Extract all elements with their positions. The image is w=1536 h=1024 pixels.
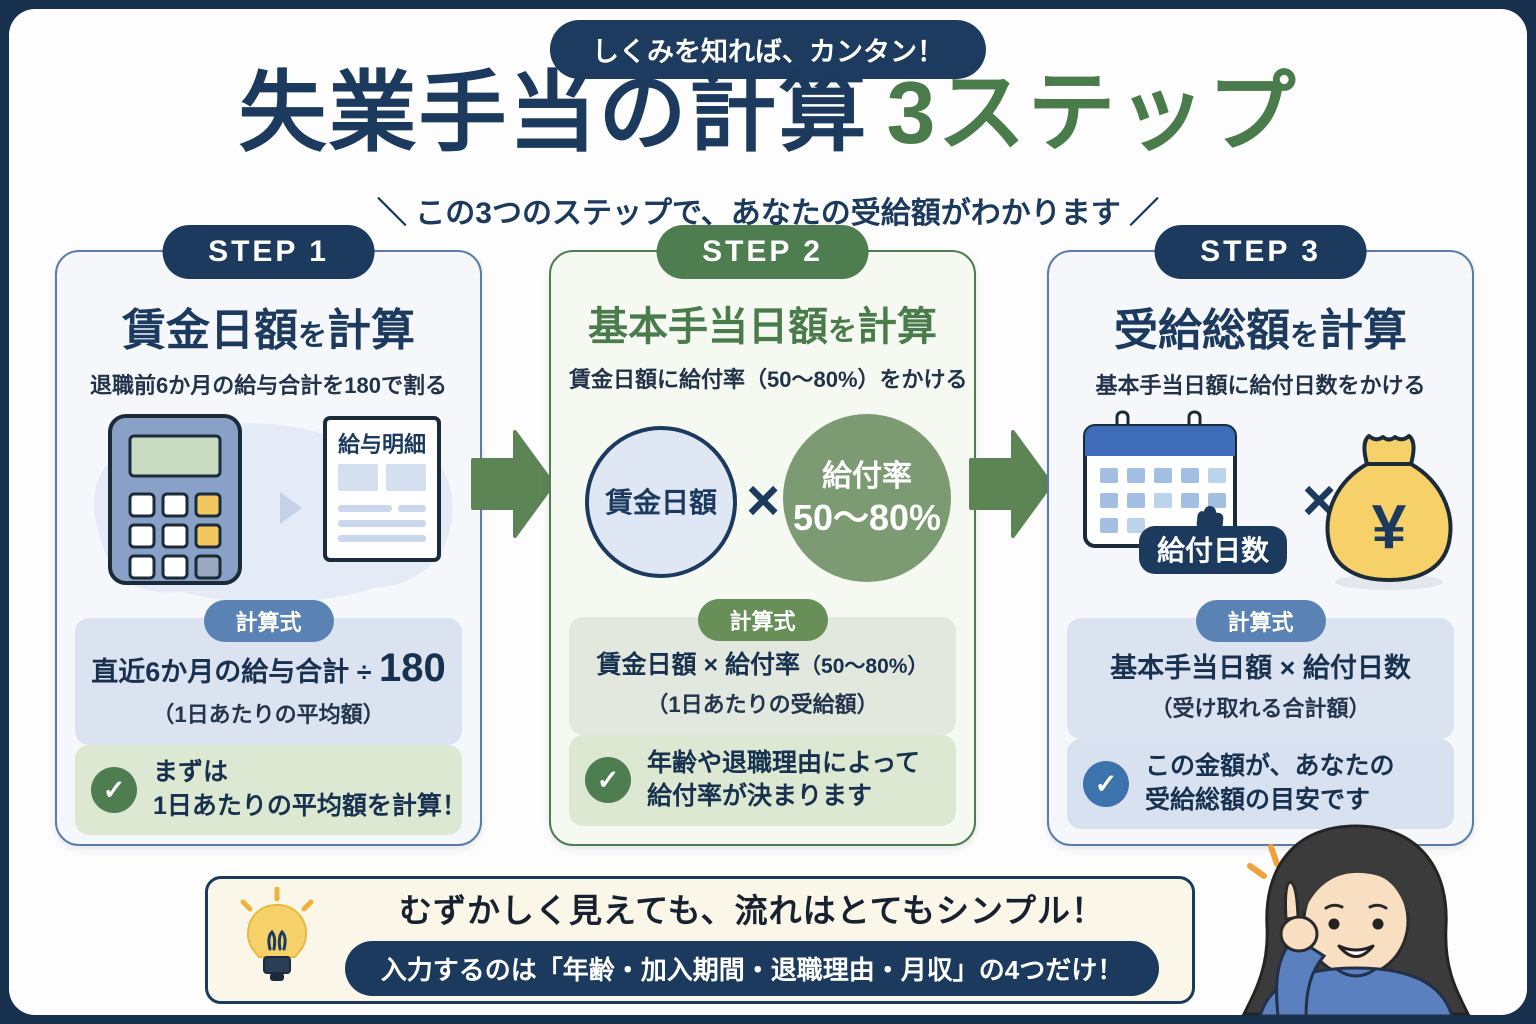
step1-title: 賃金日額を計算 xyxy=(121,306,415,355)
payslip-label: 給与明細 xyxy=(338,432,426,457)
step3-note: ✓ この金額が、あなたの 受給総額の目安です xyxy=(1067,739,1454,829)
check-icon: ✓ xyxy=(1083,761,1129,807)
money-bag-icon: ¥ xyxy=(1325,434,1453,590)
step1-formula-note: （1日あたりの平均額） xyxy=(152,702,385,727)
step2-illustration: 賃金日額 × 給付率 50～80% xyxy=(569,402,956,607)
arrow-right-icon xyxy=(471,430,555,538)
page-title-accent: 3ステップ xyxy=(886,63,1298,162)
step3-badge: STEP 3 xyxy=(1154,225,1367,279)
check-icon: ✓ xyxy=(585,757,631,804)
bottom-banner: むずかしく見えても、流れはとてもシンプル！ 入力するのは「年齢・加入期間・退職理… xyxy=(205,876,1195,1004)
header-badge: しくみを知れば、カンタン！ xyxy=(549,20,987,79)
presenter-illustration xyxy=(1241,824,1471,1016)
step2-note: ✓ 年齢や退職理由によって 給付率が決まります xyxy=(569,734,956,826)
step1-formula-badge: 計算式 xyxy=(203,600,334,642)
step1-subtitle: 退職前6か月の給与合計を180で割る xyxy=(90,373,447,398)
step2-badge: STEP 2 xyxy=(656,225,869,279)
lightbulb-icon xyxy=(240,887,314,981)
step2-formula-box: 計算式 賃金日額 × 給付率（50～80%） （1日あたりの受給額） xyxy=(569,598,956,735)
benefit-days-tag: 給付日数 xyxy=(1139,506,1287,574)
small-arrow-icon xyxy=(280,492,302,524)
step2-card: STEP 2 基本手当日額を計算 賃金日額に給付率（50～80%）をかける 賃金… xyxy=(549,225,976,846)
step2-formula-badge: 計算式 xyxy=(697,598,828,641)
page-subtitle: ＼ この3つのステップで、あなたの受給額がわかります ／ xyxy=(376,197,1160,230)
step3-note-text: この金額が、あなたの 受給総額の目安です xyxy=(1145,752,1395,814)
check-icon: ✓ xyxy=(91,767,137,813)
step2-formula: 賃金日額 × 給付率（50～80%） xyxy=(596,650,929,679)
step3-formula: 基本手当日額 × 給付日数 xyxy=(1110,653,1411,683)
step3-formula-badge: 計算式 xyxy=(1195,600,1326,642)
step2-subtitle: 賃金日額に給付率（50～80%）をかける xyxy=(569,367,968,392)
wage-circle: 賃金日額 xyxy=(585,426,737,578)
step3-illustration: 給付日数 × ¥ xyxy=(1067,408,1454,608)
step3-subtitle: 基本手当日額に給付日数をかける xyxy=(1095,373,1426,398)
svg-text:賃金日額: 賃金日額 xyxy=(604,486,717,518)
step3-title: 受給総額を計算 xyxy=(1113,306,1407,355)
step1-badge: STEP 1 xyxy=(162,225,375,279)
step1-illustration: 給与明細 xyxy=(75,408,462,608)
multiply-sign: × xyxy=(746,468,780,533)
step2-title: 基本手当日額を計算 xyxy=(587,305,937,349)
bottom-headline: むずかしく見えても、流れはとてもシンプル！ xyxy=(398,892,1106,929)
step1-formula-box: 計算式 直近6か月の給与合計 ÷ 180 （1日あたりの平均額） xyxy=(75,600,462,745)
calculator-icon xyxy=(108,414,242,585)
step1-note-text: まずは 1日あたりの平均額を計算！ xyxy=(153,758,467,820)
rate-circle: 給付率 50～80% xyxy=(783,414,951,582)
svg-text:給付日数: 給付日数 xyxy=(1157,534,1270,566)
arrow-right-icon xyxy=(969,430,1053,538)
svg-text:給付率: 給付率 xyxy=(822,459,912,493)
page-title-main: 失業手当の計算 xyxy=(238,63,869,162)
bottom-pill: 入力するのは「年齢・加入期間・退職理由・月収」の4つだけ！ xyxy=(344,941,1160,996)
step3-formula-note: （受け取れる合計額） xyxy=(1150,696,1371,721)
payslip-icon: 給与明細 xyxy=(323,416,441,562)
step1-card: STEP 1 賃金日額を計算 退職前6か月の給与合計を180で割る xyxy=(55,225,482,846)
step1-formula: 直近6か月の給与合計 ÷ 180 xyxy=(91,646,446,690)
step2-note-text: 年齢や退職理由によって 給付率が決まります xyxy=(647,748,921,811)
step3-formula-box: 計算式 基本手当日額 × 給付日数 （受け取れる合計額） xyxy=(1067,600,1454,739)
yen-symbol: ¥ xyxy=(1372,493,1407,562)
svg-text:50～80%: 50～80% xyxy=(793,497,941,538)
step1-note: ✓ まずは 1日あたりの平均額を計算！ xyxy=(75,745,467,835)
step3-card: STEP 3 受給総額を計算 基本手当日額に給付日数をかける xyxy=(1047,225,1474,846)
step2-formula-note: （1日あたりの受給額） xyxy=(646,691,879,717)
